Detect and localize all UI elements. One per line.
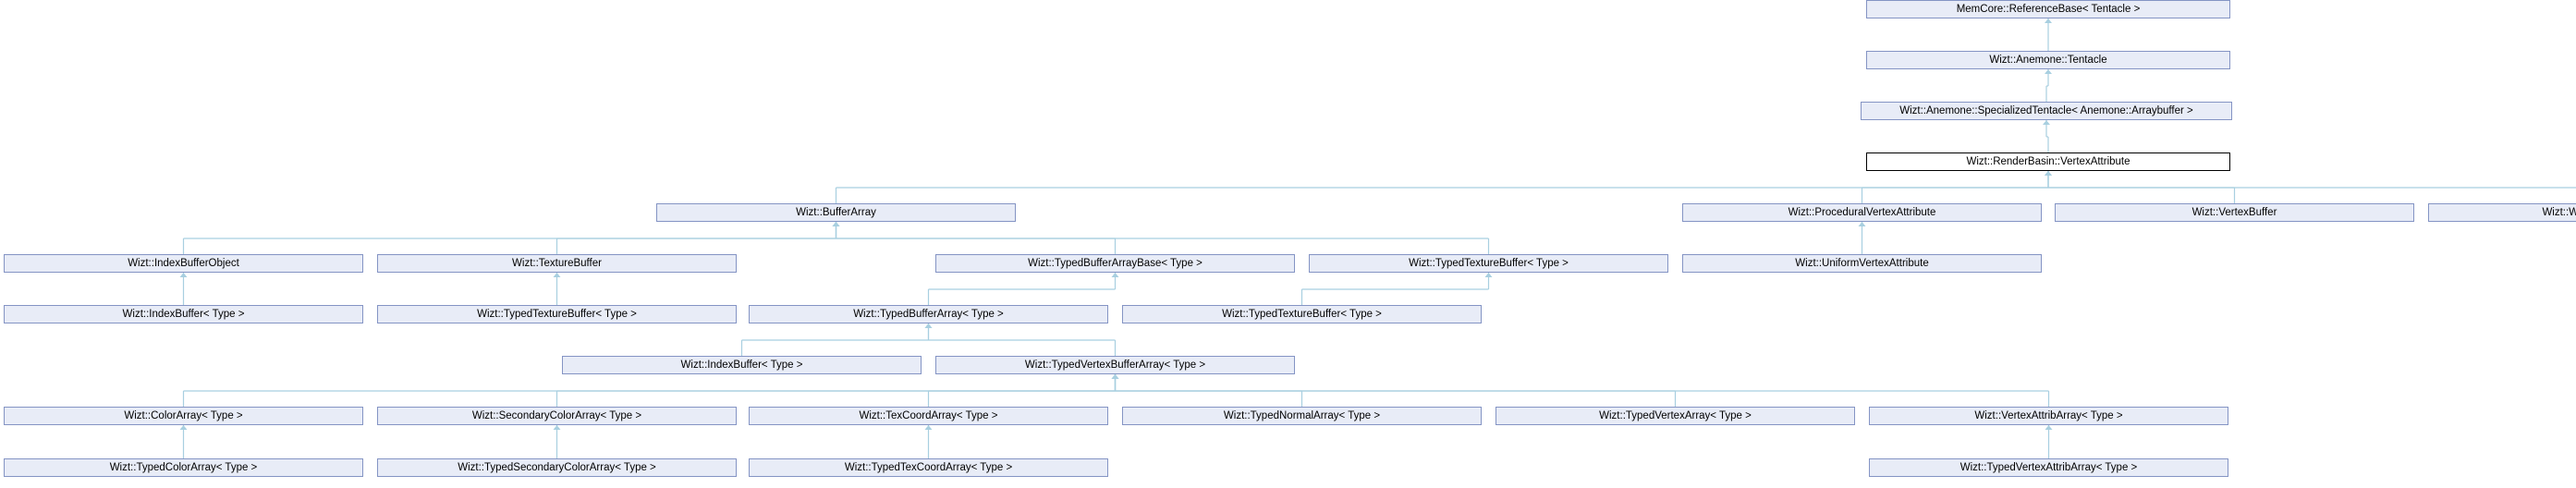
class-node[interactable]: Wizt::TextureBuffer — [377, 254, 737, 273]
class-node[interactable]: Wizt::ColorArray< Type > — [4, 407, 363, 425]
class-node[interactable]: Wizt::TypedVertexArray< Type > — [1496, 407, 1855, 425]
class-node[interactable]: Wizt::TypedVertexBufferArray< Type > — [935, 356, 1295, 374]
class-node[interactable]: Wizt::WebGLVertexAttribute — [2428, 203, 2576, 222]
class-node[interactable]: Wizt::ProceduralVertexAttribute — [1682, 203, 2042, 222]
class-node[interactable]: Wizt::Anemone::SpecializedTentacle< Anem… — [1861, 102, 2232, 120]
class-node[interactable]: Wizt::SecondaryColorArray< Type > — [377, 407, 737, 425]
class-node[interactable]: Wizt::TypedNormalArray< Type > — [1122, 407, 1482, 425]
class-node[interactable]: Wizt::TexCoordArray< Type > — [749, 407, 1108, 425]
class-node-current[interactable]: Wizt::RenderBasin::VertexAttribute — [1866, 152, 2230, 171]
class-node[interactable]: Wizt::BufferArray — [656, 203, 1016, 222]
class-node[interactable]: MemCore::ReferenceBase< Tentacle > — [1866, 0, 2230, 18]
class-node[interactable]: Wizt::VertexBuffer — [2055, 203, 2414, 222]
class-node[interactable]: Wizt::TypedTextureBuffer< Type > — [377, 305, 737, 323]
class-node[interactable]: Wizt::IndexBuffer< Type > — [4, 305, 363, 323]
class-node[interactable]: Wizt::VertexAttribArray< Type > — [1869, 407, 2228, 425]
class-node[interactable]: Wizt::TypedColorArray< Type > — [4, 458, 363, 477]
class-node[interactable]: Wizt::TypedTextureBuffer< Type > — [1309, 254, 1668, 273]
class-node[interactable]: Wizt::TypedSecondaryColorArray< Type > — [377, 458, 737, 477]
class-node[interactable]: Wizt::TypedTexCoordArray< Type > — [749, 458, 1108, 477]
class-node[interactable]: Wizt::TypedBufferArray< Type > — [749, 305, 1108, 323]
class-node[interactable]: Wizt::Anemone::Tentacle — [1866, 51, 2230, 69]
class-node[interactable]: Wizt::UniformVertexAttribute — [1682, 254, 2042, 273]
class-node[interactable]: Wizt::IndexBuffer< Type > — [562, 356, 922, 374]
class-node[interactable]: Wizt::TypedBufferArrayBase< Type > — [935, 254, 1295, 273]
class-node[interactable]: Wizt::IndexBufferObject — [4, 254, 363, 273]
class-node[interactable]: Wizt::TypedTextureBuffer< Type > — [1122, 305, 1482, 323]
class-node[interactable]: Wizt::TypedVertexAttribArray< Type > — [1869, 458, 2228, 477]
